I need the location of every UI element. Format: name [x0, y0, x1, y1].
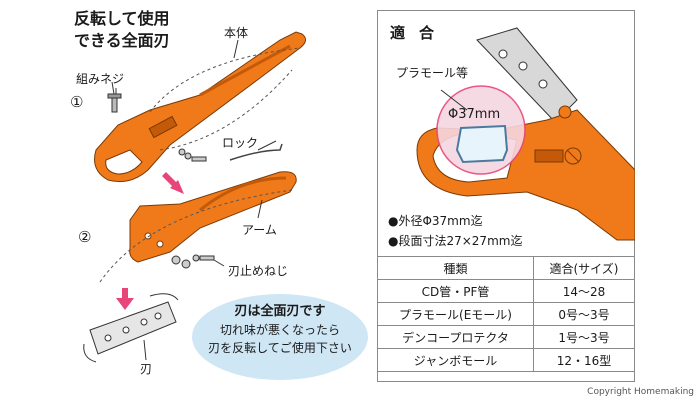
- cell-type: CD管・PF管: [377, 279, 534, 303]
- label-assembly-screw: 組みネジ: [76, 72, 125, 86]
- leader-blade: [143, 339, 147, 361]
- table-row: ジャンボモール 12・16型: [377, 348, 635, 372]
- cell-size: 14〜28: [533, 279, 635, 303]
- step1-tool: [94, 31, 306, 183]
- left-title: 反転して使用 できる全面刃: [74, 9, 170, 50]
- blade-note-bubble: [192, 294, 368, 380]
- label-arm: アーム: [242, 223, 277, 237]
- label-lock: ロック: [222, 136, 259, 150]
- copyright-text: Copyright Homemaking: [587, 387, 694, 397]
- tool-illustration: [83, 31, 306, 363]
- panel-title: 適合: [390, 24, 449, 42]
- header-size: 適合(サイズ): [533, 256, 635, 280]
- table-row: プラモール(Eモール) 0号〜3号: [377, 302, 635, 326]
- header-type: 種類: [377, 256, 534, 280]
- leader-arm: [257, 199, 263, 219]
- label-main-body: 本体: [224, 26, 249, 40]
- screw-set-1-icon: [178, 148, 207, 162]
- step-2-marker: ②: [78, 228, 92, 246]
- cell-size: 12・16型: [533, 348, 635, 372]
- spec-section-size: ●段面寸法27×27mm迄: [388, 234, 523, 248]
- cell-type: プラモール(Eモール): [377, 302, 534, 326]
- table-row: CD管・PF管 14〜28: [377, 279, 635, 303]
- callout-label: プラモール等: [396, 66, 469, 80]
- step-arrow-2-icon: [116, 288, 134, 310]
- cell-size: 0号〜3号: [533, 302, 635, 326]
- compatibility-table: 種類 適合(サイズ) CD管・PF管 14〜28 プラモール(Eモール) 0号〜…: [377, 256, 635, 372]
- leader-assembly-screw: [111, 81, 115, 95]
- leader-main-body: [233, 39, 239, 59]
- diameter-label: Φ37mm: [448, 107, 501, 122]
- label-blade-stop-screw: 刃止めねじ: [228, 264, 289, 278]
- blade-note-title: 刃は全面刃です: [234, 304, 326, 319]
- label-blade: 刃: [140, 362, 153, 376]
- blade-stop-screw-icon: [171, 254, 215, 269]
- step-arrow-1-icon: [162, 172, 184, 194]
- assembly-screw-icon: [107, 88, 122, 113]
- step2-tool: [99, 143, 297, 283]
- leader-blade-stop-screw: [213, 259, 225, 267]
- blade-note-body: 切れ味が悪くなったら 刃を反転してご使用下さい: [208, 323, 352, 355]
- cutter-closeup-illustration: [416, 27, 635, 241]
- leader-lock: [257, 140, 277, 151]
- step-1-marker: ①: [70, 93, 84, 111]
- table-header-row: 種類 適合(サイズ): [377, 256, 635, 280]
- spec-outer-diameter: ●外径Φ37mm迄: [388, 214, 483, 228]
- cell-type: デンコープロテクタ: [377, 325, 534, 349]
- table-row: デンコープロテクタ 1号〜3号: [377, 325, 635, 349]
- blade-icon: [83, 293, 179, 363]
- cell-size: 1号〜3号: [533, 325, 635, 349]
- cell-type: ジャンボモール: [377, 348, 534, 372]
